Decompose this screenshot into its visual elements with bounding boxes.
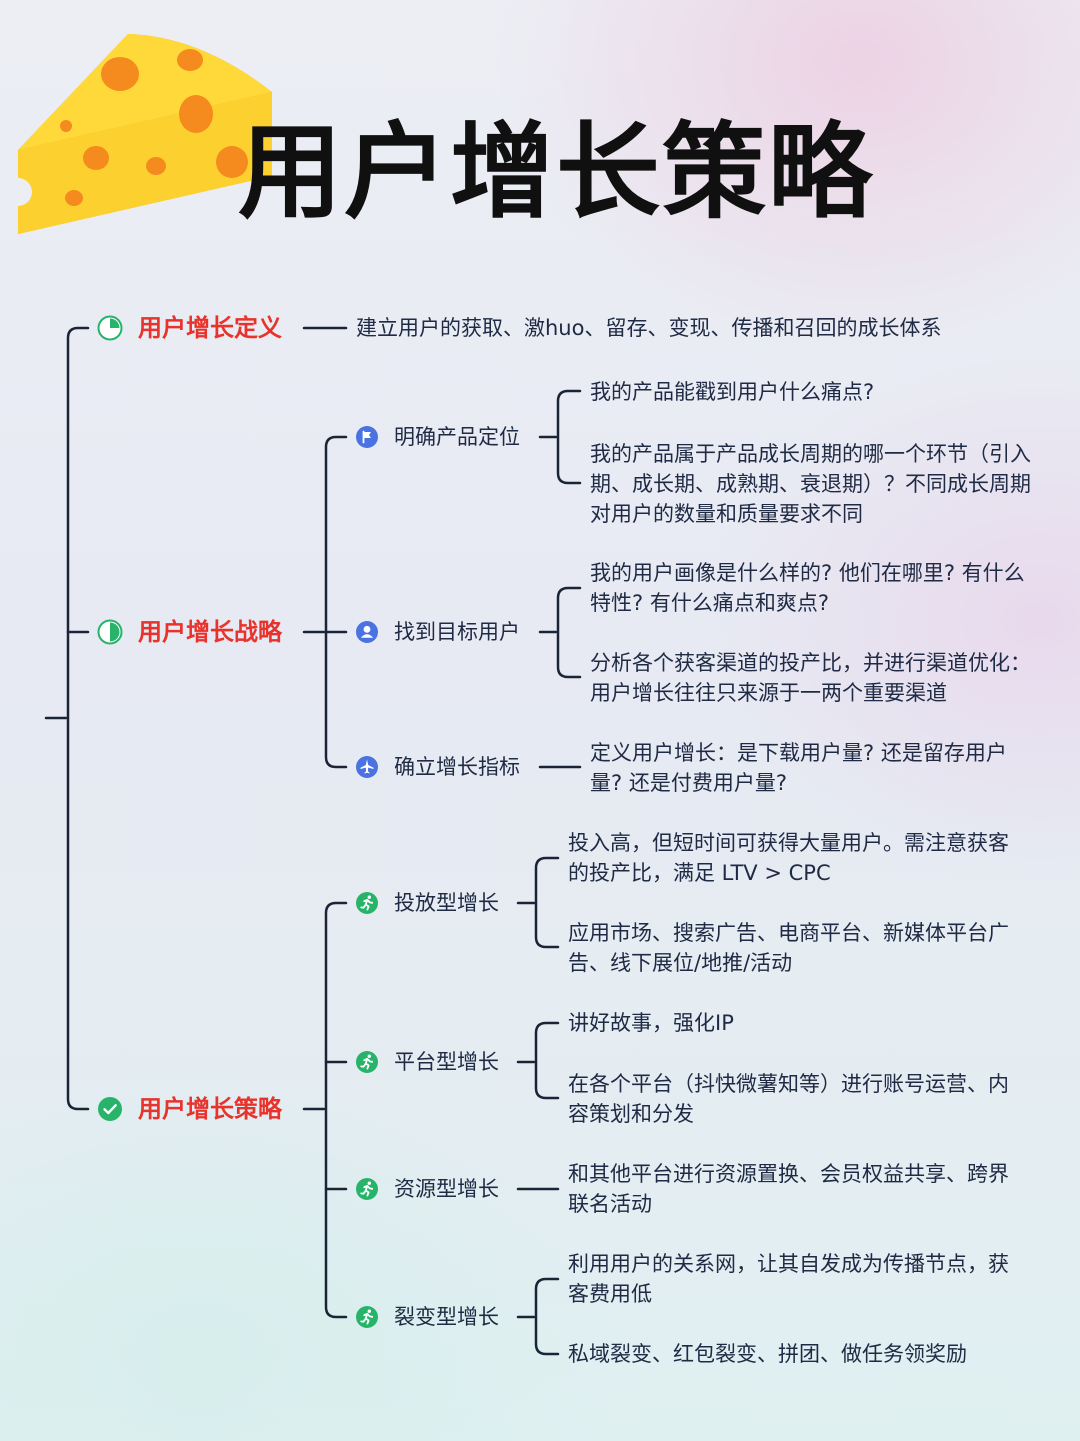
check-circle-icon [98, 1097, 122, 1121]
growth-metric-leaf-1: 定义用户增长：是下载用户量? 还是留存用户量? 还是付费用户量? [590, 741, 1007, 795]
fission-growth-leaf-2: 私域裂变、红包裂变、拼团、做任务领奖励 [568, 1342, 967, 1366]
ad-growth-leaf-2: 应用市场、搜索广告、电商平台、新媒体平台广告、线下展位/地推/活动 [568, 921, 1009, 975]
platform-growth-leaf-2: 在各个平台（抖快微薯知等）进行账号运营、内容策划和分发 [568, 1072, 1009, 1126]
pie-half-icon [97, 619, 123, 645]
runner-icon [356, 892, 378, 914]
flag-icon [356, 426, 378, 448]
product-positioning-label: 明确产品定位 [394, 425, 520, 449]
platform-growth-leaf-1: 讲好故事，强化IP [568, 1011, 734, 1035]
user-icon [356, 621, 378, 643]
page-title: 用户增长策略 [238, 111, 875, 233]
fission-growth-label: 裂变型增长 [394, 1305, 499, 1329]
resource-growth-leaf-1: 和其他平台进行资源置换、会员权益共享、跨界联名活动 [568, 1162, 1009, 1216]
branch-tactics-label: 用户增长策略 [138, 1095, 282, 1123]
runner-icon [356, 1051, 378, 1073]
airplane-icon [356, 756, 378, 778]
target-user-leaf-1: 我的用户画像是什么样的? 他们在哪里? 有什么特性? 有什么痛点和爽点? [590, 561, 1025, 615]
growth-metric-label: 确立增长指标 [394, 755, 520, 779]
runner-icon [356, 1306, 378, 1328]
branch-definition-label: 用户增长定义 [138, 314, 282, 342]
target-user-label: 找到目标用户 [394, 620, 520, 644]
resource-growth-label: 资源型增长 [394, 1177, 499, 1201]
ad-growth-leaf-1: 投入高，但短时间可获得大量用户。需注意获客的投产比，满足 LTV > CPC [568, 831, 1009, 885]
ad-growth-label: 投放型增长 [394, 891, 499, 915]
positioning-leaf-1: 我的产品能戳到用户什么痛点? [590, 380, 875, 404]
definition-description: 建立用户的获取、激huo、留存、变现、传播和召回的成长体系 [356, 316, 942, 340]
pie-quarter-icon [97, 315, 123, 341]
branch-strategy-label: 用户增长战略 [138, 618, 282, 646]
positioning-leaf-2: 我的产品属于产品成长周期的哪一个环节（引入期、成长期、成熟期、衰退期）？不同成长… [590, 442, 1031, 526]
fission-growth-leaf-1: 利用用户的关系网，让其自发成为传播节点，获客费用低 [568, 1252, 1009, 1306]
target-user-leaf-2: 分析各个获客渠道的投产比，并进行渠道优化：用户增长往往只来源于一两个重要渠道 [590, 651, 1031, 705]
platform-growth-label: 平台型增长 [394, 1050, 499, 1074]
cheese-illustration [18, 34, 272, 234]
runner-icon [356, 1178, 378, 1200]
